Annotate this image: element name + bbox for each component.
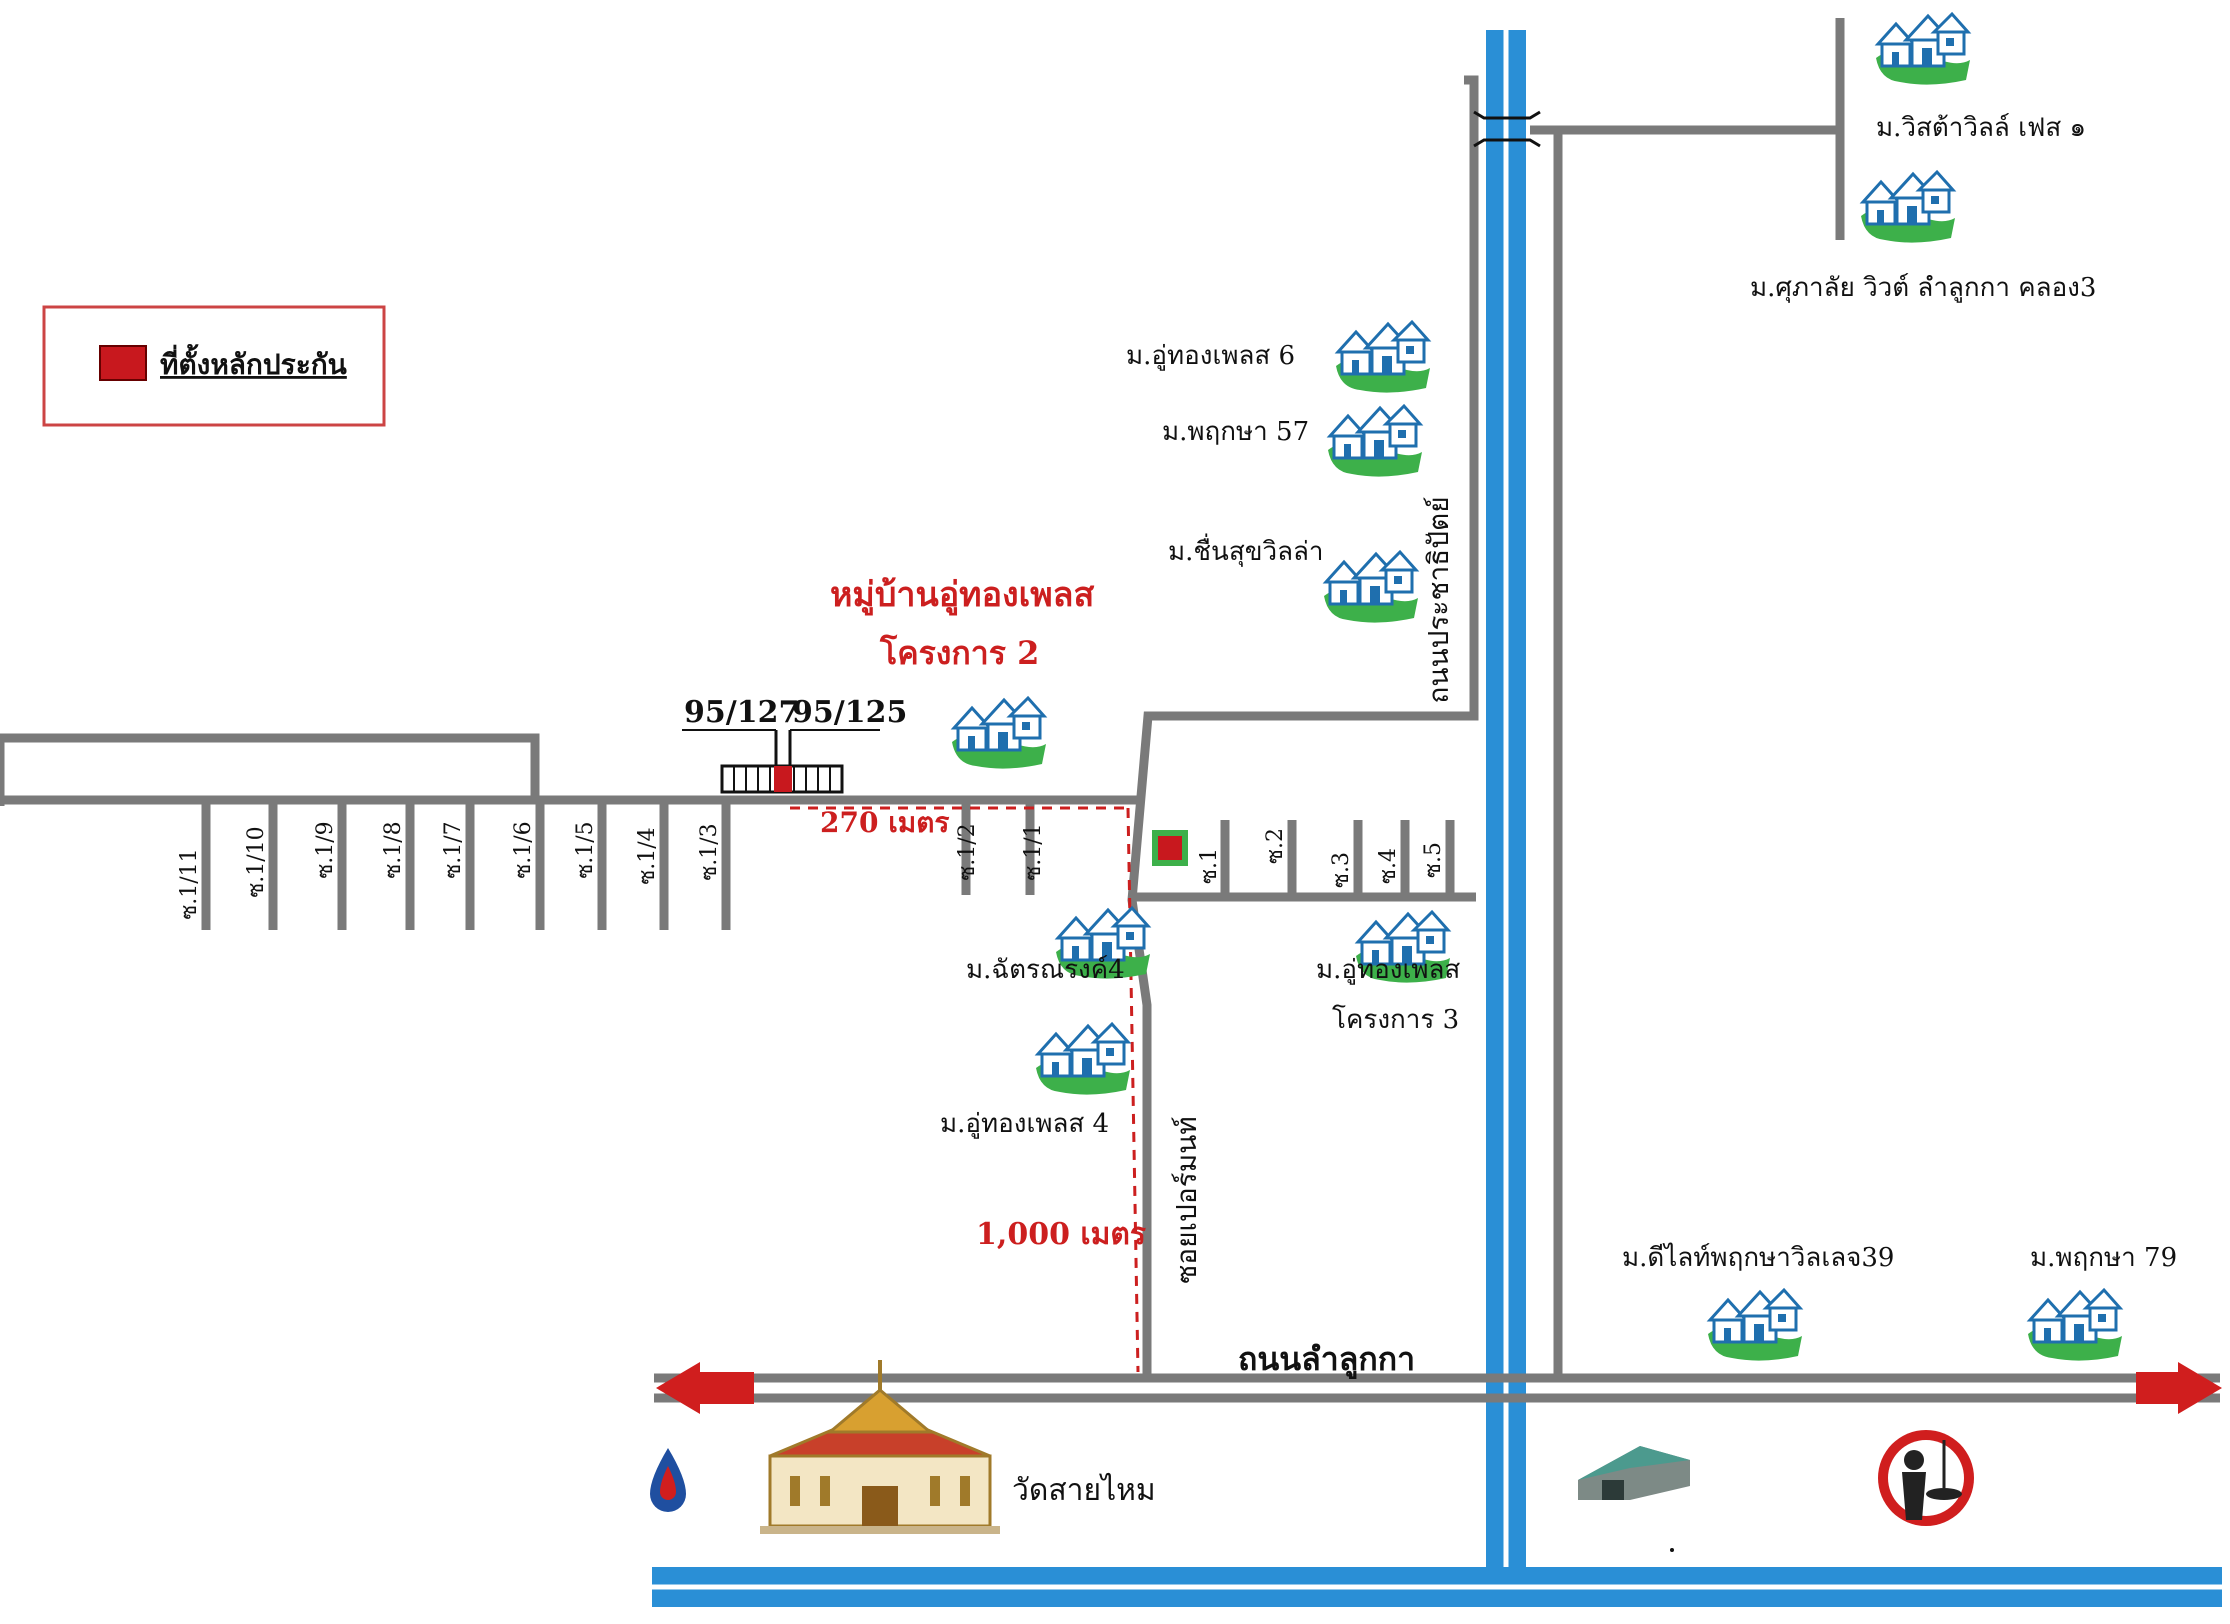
collateral-marker xyxy=(774,766,792,792)
soi-label: ซ.1/10 xyxy=(244,826,269,897)
arrow-left-icon xyxy=(656,1362,754,1414)
temple-icon xyxy=(760,1360,1000,1534)
soi-label: ซ.3 xyxy=(1329,852,1354,888)
village-label: ม.ชื่นสุขวิลล่า xyxy=(1168,533,1324,567)
village-label: ม.อู่ทองเพลส 6 xyxy=(1126,341,1295,371)
house-icon xyxy=(1334,320,1432,395)
legend-label: ที่ตั้งหลักประกัน xyxy=(160,343,347,381)
soi-label: ซ.1 xyxy=(1197,848,1222,884)
village-label: ม.พฤกษา 79 xyxy=(2030,1243,2177,1273)
soi-label: ซ.1/2 xyxy=(955,823,980,880)
road-label-side: ซอยเปอร์มนท์ xyxy=(1170,1116,1203,1283)
warehouse-icon xyxy=(1578,1446,1690,1500)
arrow-right-icon xyxy=(2136,1362,2222,1414)
house-icon xyxy=(1034,1022,1132,1097)
house-icon xyxy=(1874,12,1972,87)
soi-labels-left: ซ.1/11 ซ.1/10 ซ.1/9 ซ.1/8 ซ.1/7 ซ.1/6 ซ.… xyxy=(177,821,1046,919)
plot-number-right: 95/125 xyxy=(792,695,907,730)
distance-lines xyxy=(790,806,1140,1373)
house-icon xyxy=(1859,170,1957,245)
village-label: ม.ฉัตรณรงค์4 xyxy=(966,955,1125,985)
house-icon xyxy=(1326,404,1424,479)
house-icon xyxy=(950,696,1048,771)
soi-labels-right: ซ.1 ซ.2 ซ.3 ซ.4 ซ.5 xyxy=(1197,828,1446,888)
distance-vertical: 1,000 เมตร xyxy=(976,1217,1146,1252)
soi-label: ซ.1/1 xyxy=(1021,823,1046,880)
soi-label: ซ.1/8 xyxy=(381,821,406,878)
soi-label: ซ.1/3 xyxy=(697,823,722,880)
restaurant-icon xyxy=(1878,1430,1974,1526)
temple-label: วัดสายไหม xyxy=(1012,1472,1156,1508)
soi-label: ซ.4 xyxy=(1376,848,1401,884)
village-label: ม.อู่ทองเพลส xyxy=(1316,955,1460,985)
project-subtitle: โครงการ 2 xyxy=(879,634,1039,672)
village-label: ม.อู่ทองเพลส 4 xyxy=(940,1109,1109,1139)
bridge xyxy=(1473,110,1541,148)
soi-label: ซ.1/11 xyxy=(177,848,202,919)
plot-block: 95/127 95/125 xyxy=(682,695,907,794)
road-network xyxy=(0,18,2220,1403)
village-label: ม.วิสต้าวิลล์ เฟส ๑ xyxy=(1876,113,2086,143)
road-label-prachathip: ถนนประชาธิปัตย์ xyxy=(1422,496,1455,703)
village-label: ม.ดีไลท์พฤกษาวิลเลจ39 xyxy=(1622,1242,1894,1273)
plot-number-left: 95/127 xyxy=(684,695,799,730)
soi-label: ซ.2 xyxy=(1263,828,1288,864)
legend: ที่ตั้งหลักประกัน xyxy=(42,305,386,427)
village-label: ม.พฤกษา 57 xyxy=(1162,417,1309,447)
soi-label: ซ.1/7 xyxy=(441,821,466,878)
house-icon xyxy=(1322,550,1420,625)
project-title: หมู่บ้านอู่ทองเพลส xyxy=(830,575,1094,616)
legend-swatch xyxy=(99,345,147,381)
distance-horizontal: 270 เมตร xyxy=(820,806,949,839)
gas-station-icon xyxy=(650,1448,686,1512)
house-icon xyxy=(1706,1288,1804,1363)
soi-label: ซ.5 xyxy=(1421,842,1446,878)
soi-label: ซ.1/6 xyxy=(511,821,536,878)
house-icon xyxy=(2026,1288,2124,1363)
village-label: ม.ศุภาลัย วิวต์ ลำลูกกา คลอง3 xyxy=(1750,273,2096,303)
canal xyxy=(652,30,2222,1607)
road-label-main: ถนนลำลูกกา xyxy=(1238,1340,1415,1380)
village-label: โครงการ 3 xyxy=(1332,1004,1459,1035)
soi-label: ซ.1/5 xyxy=(573,821,598,878)
collateral-marker-soi1 xyxy=(1152,830,1188,866)
soi-label: ซ.1/4 xyxy=(635,827,660,884)
soi-label: ซ.1/9 xyxy=(313,821,338,878)
